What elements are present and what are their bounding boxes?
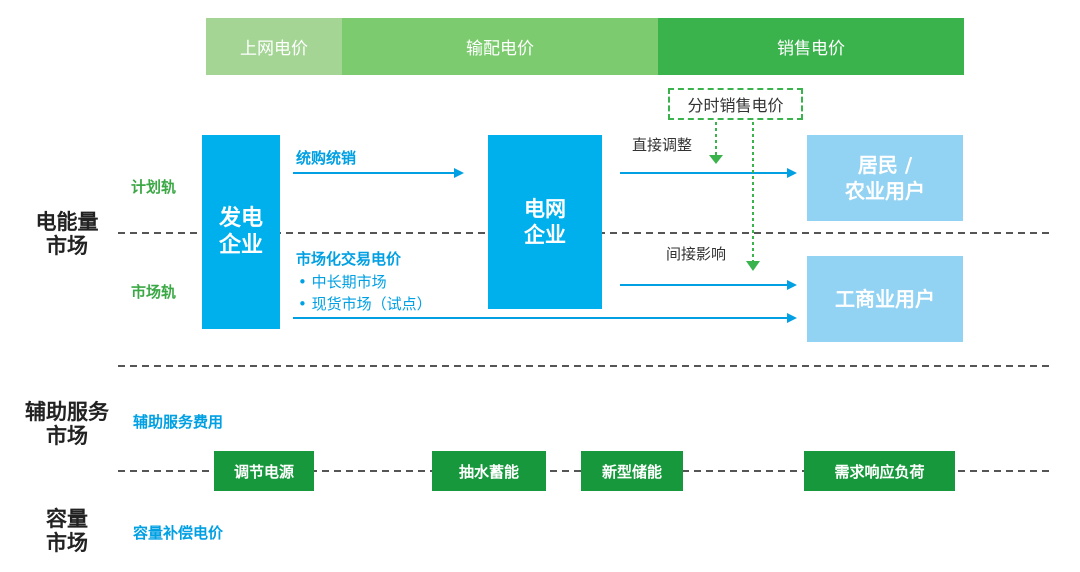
- indirect-influence-label: 间接影响: [666, 245, 727, 263]
- header-transmission-price-label: 输配电价: [466, 39, 534, 59]
- commercial-users-box: 工商业用户: [807, 256, 963, 342]
- capacity-market-title: 容量 市场: [24, 507, 110, 555]
- energy-market-title: 电能量 市场: [24, 210, 110, 258]
- demand-response-label: 需求响应负荷: [834, 462, 925, 481]
- ancillary-market-title-line2: 市场: [46, 423, 88, 448]
- grid-company-box-line1: 电网: [524, 196, 566, 221]
- header-sales-price: 销售电价: [658, 18, 964, 75]
- capacity-market-title-line1: 容量: [46, 507, 88, 531]
- residential-users-line2: 农业用户: [845, 179, 925, 203]
- grid-company-box: 电网 企业: [488, 135, 602, 309]
- generator-box-line2: 企业: [218, 233, 263, 258]
- grid-company-box-line2: 企业: [524, 223, 566, 247]
- commercial-users-label: 工商业用户: [835, 287, 935, 311]
- residential-users-line1: 居民 /: [857, 153, 913, 177]
- header-grid-price: 上网电价: [206, 18, 342, 75]
- regulating-power-label: 调节电源: [233, 462, 294, 481]
- generator-box-line1: 发电: [218, 205, 263, 231]
- direct-adjust-label: 直接调整: [632, 136, 693, 154]
- energy-market-title-line1: 电能量: [35, 210, 99, 234]
- header-grid-price-label: 上网电价: [240, 39, 308, 59]
- generator-box: 发电 企业: [202, 135, 280, 329]
- tou-price-box: 分时销售电价: [668, 88, 803, 120]
- ancillary-service-fee-label: 辅助服务费用: [133, 413, 224, 431]
- header-sales-price-label: 销售电价: [777, 39, 845, 59]
- unified-purchase-label: 统购统销: [296, 149, 357, 167]
- tou-indirect-arrowhead: [746, 261, 760, 271]
- spot-market-label: • 现货市场（试点）: [298, 295, 432, 313]
- residential-users-box: 居民 / 农业用户: [807, 135, 963, 221]
- tou-price-label: 分时销售电价: [687, 96, 784, 115]
- plan-track-label: 计划轨: [131, 178, 177, 196]
- new-energy-storage-label: 新型储能: [601, 462, 662, 481]
- market-trade-price-label: 市场化交易电价: [296, 250, 402, 268]
- regulating-power-box: 调节电源: [214, 451, 314, 491]
- ancillary-market-title: 辅助服务 市场: [14, 400, 120, 448]
- demand-response-box: 需求响应负荷: [804, 451, 955, 491]
- capacity-market-title-line2: 市场: [46, 530, 88, 555]
- new-energy-storage-box: 新型储能: [581, 451, 683, 491]
- energy-market-title-line2: 市场: [46, 233, 88, 258]
- mid-long-term-market-label: • 中长期市场: [298, 273, 387, 291]
- capacity-compensation-label: 容量补偿电价: [133, 524, 224, 542]
- pumped-storage-box: 抽水蓄能: [432, 451, 546, 491]
- ancillary-market-title-line1: 辅助服务: [25, 400, 109, 424]
- pumped-storage-label: 抽水蓄能: [458, 462, 519, 481]
- market-track-label: 市场轨: [131, 283, 177, 301]
- tou-direct-arrowhead: [709, 155, 723, 164]
- header-transmission-price: 输配电价: [342, 18, 658, 75]
